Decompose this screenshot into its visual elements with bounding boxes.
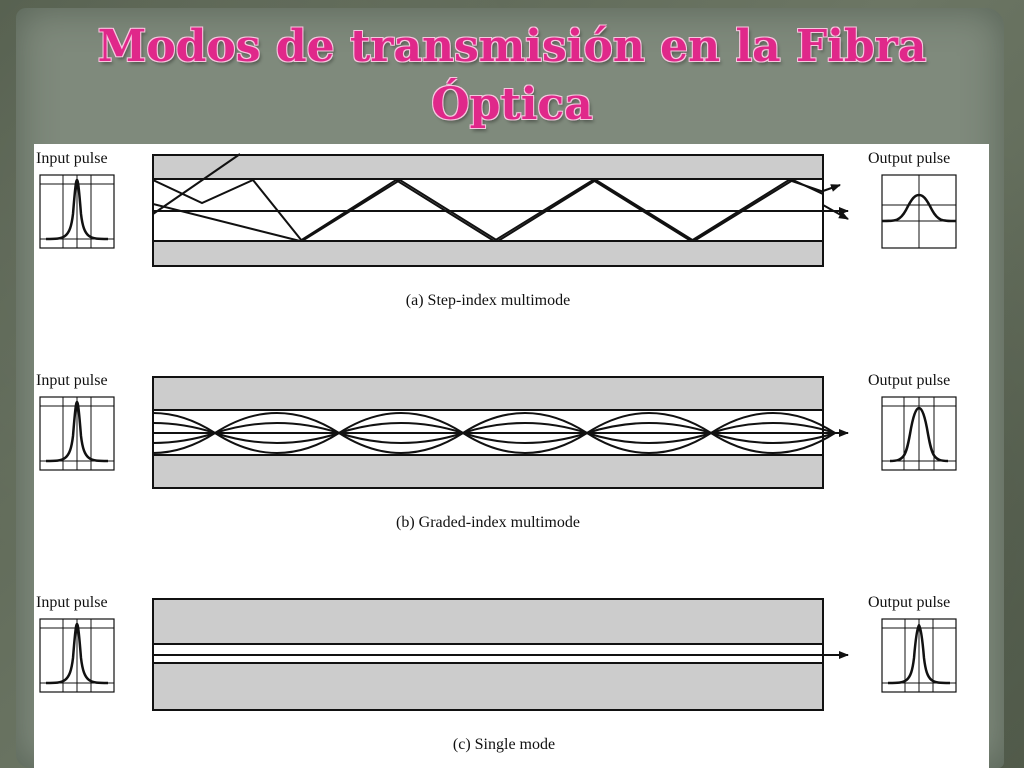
- zigzag-rays-a: [153, 178, 823, 242]
- output-pulse-plot-b: [881, 396, 957, 471]
- output-pulse-label-b: Output pulse: [868, 372, 950, 389]
- output-pulse-label-c: Output pulse: [868, 594, 950, 611]
- panel-step-index-multimode: Input pulse Output pulse: [36, 150, 957, 309]
- panel-single-mode: Input pulse Output pulse: [36, 594, 957, 753]
- input-pulse-plot-b: [39, 396, 115, 471]
- caption-b: (b) Graded-index multimode: [396, 514, 580, 531]
- input-pulse-label-a: Input pulse: [36, 150, 108, 167]
- output-arrow-a3: [822, 204, 849, 220]
- escaping-ray-a: [152, 153, 241, 215]
- output-pulse-plot-a: [881, 174, 957, 249]
- fiber-modes-figure: Input pulse Output pulse: [34, 144, 989, 768]
- fiber-modes-svg: Input pulse Output pulse: [36, 150, 957, 753]
- caption-a: (a) Step-index multimode: [406, 292, 570, 309]
- caption-c: (c) Single mode: [453, 736, 555, 753]
- panel-graded-index-multimode: Input pulse Output pulse: [36, 372, 957, 531]
- input-pulse-plot-a: [39, 174, 115, 249]
- input-pulse-label-c: Input pulse: [36, 594, 108, 611]
- core-c: [152, 643, 824, 664]
- slide-title-line2: Óptica: [431, 79, 593, 130]
- output-pulse-label-a: Output pulse: [868, 150, 950, 167]
- slide-title: Modos de transmisión en la Fibra Óptica: [0, 18, 1024, 134]
- input-pulse-plot-c: [39, 618, 115, 693]
- slide-title-line1: Modos de transmisión en la Fibra: [97, 21, 927, 72]
- output-arrow-a1: [822, 184, 841, 192]
- graded-rays-b: [152, 412, 836, 454]
- input-pulse-label-b: Input pulse: [36, 372, 108, 389]
- output-pulse-plot-c: [881, 618, 957, 693]
